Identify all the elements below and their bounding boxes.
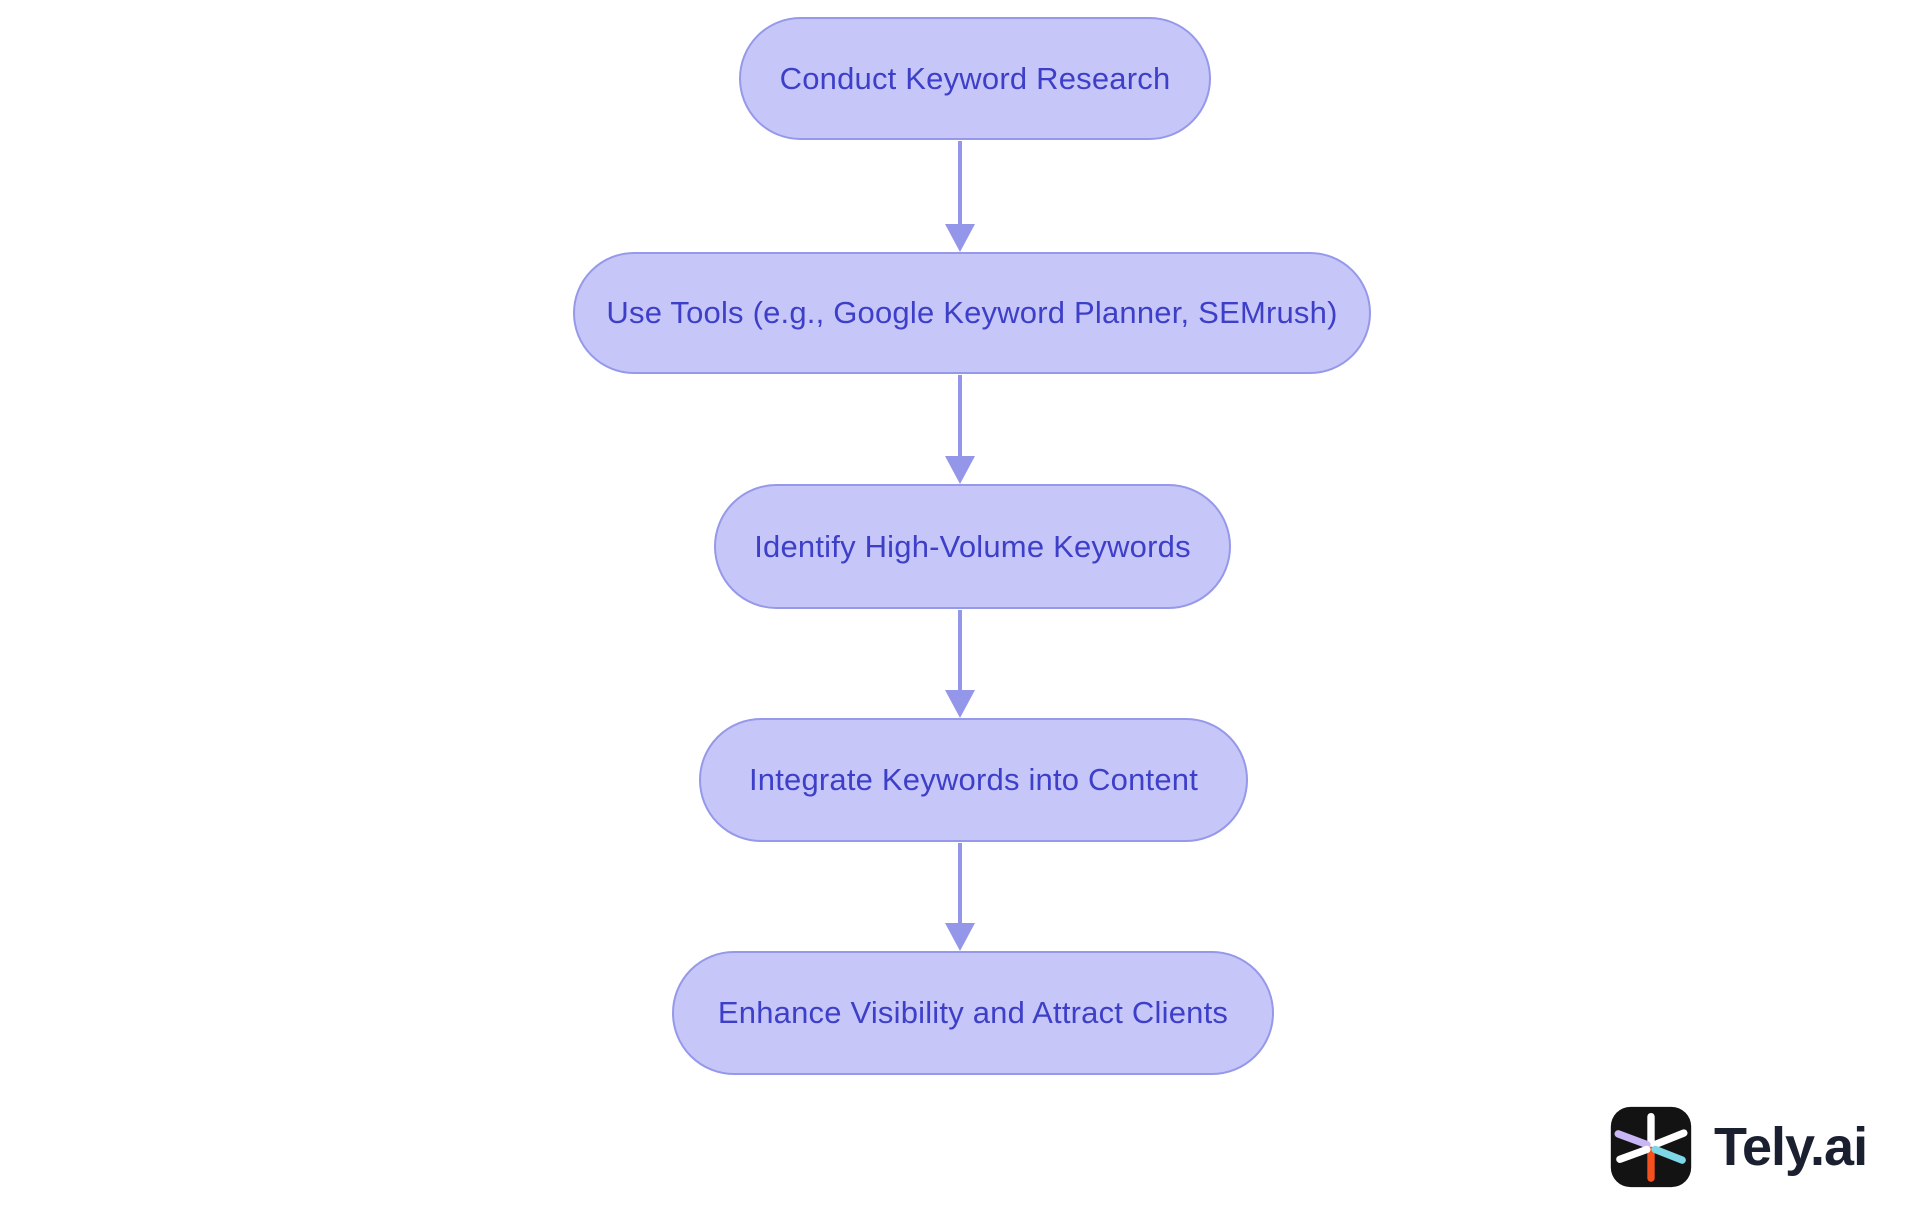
flow-node-label: Conduct Keyword Research xyxy=(779,60,1171,96)
arrow-shaft xyxy=(958,141,962,224)
flow-arrow-1 xyxy=(945,141,975,252)
flow-node-label: Identify High-Volume Keywords xyxy=(754,528,1191,564)
flow-arrow-2 xyxy=(945,375,975,484)
flow-node-label: Use Tools (e.g., Google Keyword Planner,… xyxy=(606,295,1338,330)
flow-node-conduct-keyword-research: Conduct Keyword Research xyxy=(739,17,1211,140)
tely-ai-wordmark: Tely.ai xyxy=(1714,1117,1868,1177)
flow-node-use-tools: Use Tools (e.g., Google Keyword Planner,… xyxy=(573,252,1371,374)
flow-node-enhance-visibility-attract-clients: Enhance Visibility and Attract Clients xyxy=(672,951,1274,1075)
arrow-head-icon xyxy=(945,456,975,484)
flow-arrow-4 xyxy=(945,843,975,951)
flow-node-integrate-keywords-into-content: Integrate Keywords into Content xyxy=(699,718,1248,842)
flow-node-label: Integrate Keywords into Content xyxy=(748,762,1199,797)
arrow-shaft xyxy=(958,375,962,456)
tely-ai-logo: Tely.ai xyxy=(1610,1106,1868,1188)
flow-node-label: Enhance Visibility and Attract Clients xyxy=(717,995,1229,1030)
flow-arrow-3 xyxy=(945,610,975,718)
tely-asterisk-icon xyxy=(1610,1106,1692,1188)
arrow-head-icon xyxy=(945,690,975,718)
arrow-shaft xyxy=(958,843,962,923)
arrow-shaft xyxy=(958,610,962,690)
flow-node-identify-high-volume-keywords: Identify High-Volume Keywords xyxy=(714,484,1231,609)
arrow-head-icon xyxy=(945,224,975,252)
arrow-head-icon xyxy=(945,923,975,951)
